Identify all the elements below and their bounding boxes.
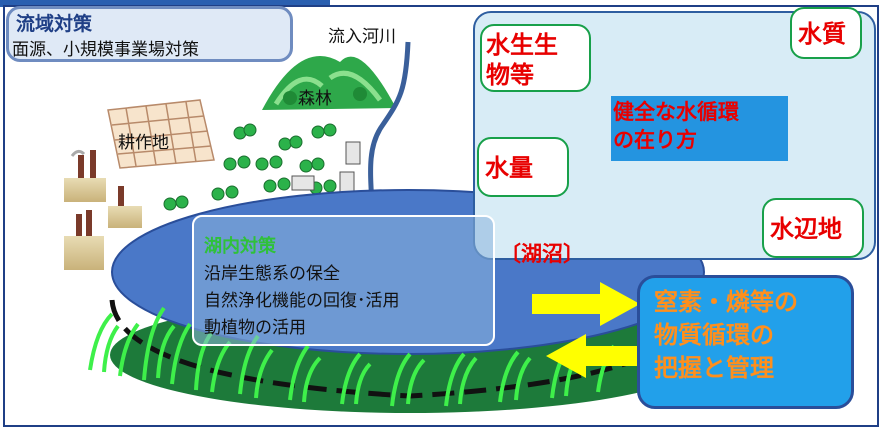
inflow-river — [368, 41, 411, 206]
factory-icons — [64, 149, 142, 270]
center-line-2: の在り方 — [613, 128, 697, 152]
exchange-arrows — [532, 282, 650, 378]
buildings — [291, 141, 361, 193]
river-label: 流入河川 — [328, 27, 396, 47]
watershed-measures-box — [6, 6, 293, 62]
water-quality-label: 水質 — [798, 20, 846, 48]
farmland-label: 耕作地 — [118, 133, 169, 153]
waterside-box: 水辺地 — [762, 198, 864, 258]
waterside-label: 水辺地 — [770, 215, 842, 243]
forest-label: 森林 — [298, 89, 332, 109]
top-accent-bar — [0, 0, 330, 7]
in-lake-measures-title: 湖内対策 — [204, 236, 276, 257]
factory-icon — [64, 149, 106, 202]
healthy-cycle-center-box: 健全な水循環 の在り方 — [611, 96, 788, 161]
watershed-title: 流域対策 — [16, 13, 93, 35]
water-quality-box: 水質 — [790, 7, 862, 59]
village-houses — [163, 123, 337, 211]
watershed-subtitle: 面源、小規模事業場対策 — [12, 40, 199, 60]
water-quantity-label: 水量 — [485, 154, 533, 182]
material-cycle-box — [637, 275, 854, 409]
material-cycle-text: 窒素・燐等の 物質循環の 把握と管理 — [654, 286, 798, 385]
farmland-grid — [107, 99, 215, 169]
factory-icon — [64, 210, 104, 270]
material-cycle-line-3: 把握と管理 — [654, 354, 774, 382]
water-quantity-box: 水量 — [477, 137, 569, 197]
aquatic-life-line-1: 水生生 — [486, 31, 558, 59]
material-cycle-line-1: 窒素・燐等の — [654, 288, 798, 316]
forest-hills — [262, 56, 396, 110]
material-cycle-line-2: 物質循環の — [654, 321, 774, 349]
center-line-1: 健全な水循環 — [613, 100, 739, 124]
aquatic-life-box: 水生生 物等 — [480, 24, 591, 92]
lake-measure-item: 動植物の活用 — [204, 318, 306, 338]
in-lake-measures-box — [192, 215, 495, 346]
lake-label: 〔湖沼〕 — [500, 242, 584, 266]
lake-measure-item: 自然浄化機能の回復･活用 — [204, 291, 400, 311]
lake-measure-item: 沿岸生態系の保全 — [204, 264, 340, 284]
factory-icon — [108, 186, 142, 228]
aquatic-life-line-2: 物等 — [486, 61, 534, 89]
